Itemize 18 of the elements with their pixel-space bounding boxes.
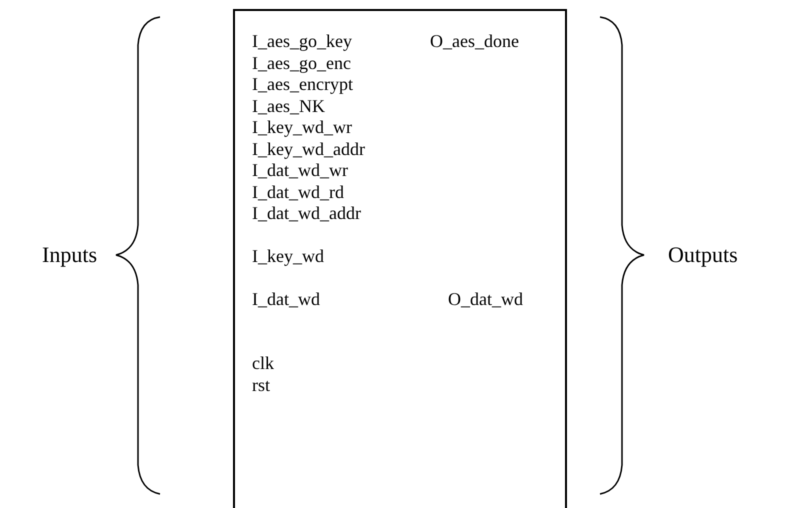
signal-label: clk — [252, 353, 274, 373]
signal-label: rst — [252, 375, 270, 395]
signal-label: I_dat_wd_addr — [252, 203, 361, 223]
signal-label: I_key_wd — [252, 246, 324, 266]
signal-label: I_aes_go_enc — [252, 53, 351, 73]
signal-label: I_dat_wd_rd — [252, 182, 344, 202]
signal-label: I_key_wd_addr — [252, 139, 365, 159]
signal-label: I_aes_NK — [252, 96, 325, 116]
signal-label: I_aes_encrypt — [252, 74, 353, 94]
inputs-label: Inputs — [42, 242, 97, 268]
signal-label: I_aes_go_key — [252, 31, 352, 51]
signal-label: I_dat_wd — [252, 289, 320, 309]
signal-label: I_dat_wd_wr — [252, 160, 348, 180]
signal-label: O_aes_done — [430, 31, 519, 51]
signal-label: I_key_wd_wr — [252, 117, 352, 137]
outputs-label: Outputs — [668, 242, 738, 268]
signal-label: O_dat_wd — [448, 289, 523, 309]
module-box — [233, 9, 567, 508]
